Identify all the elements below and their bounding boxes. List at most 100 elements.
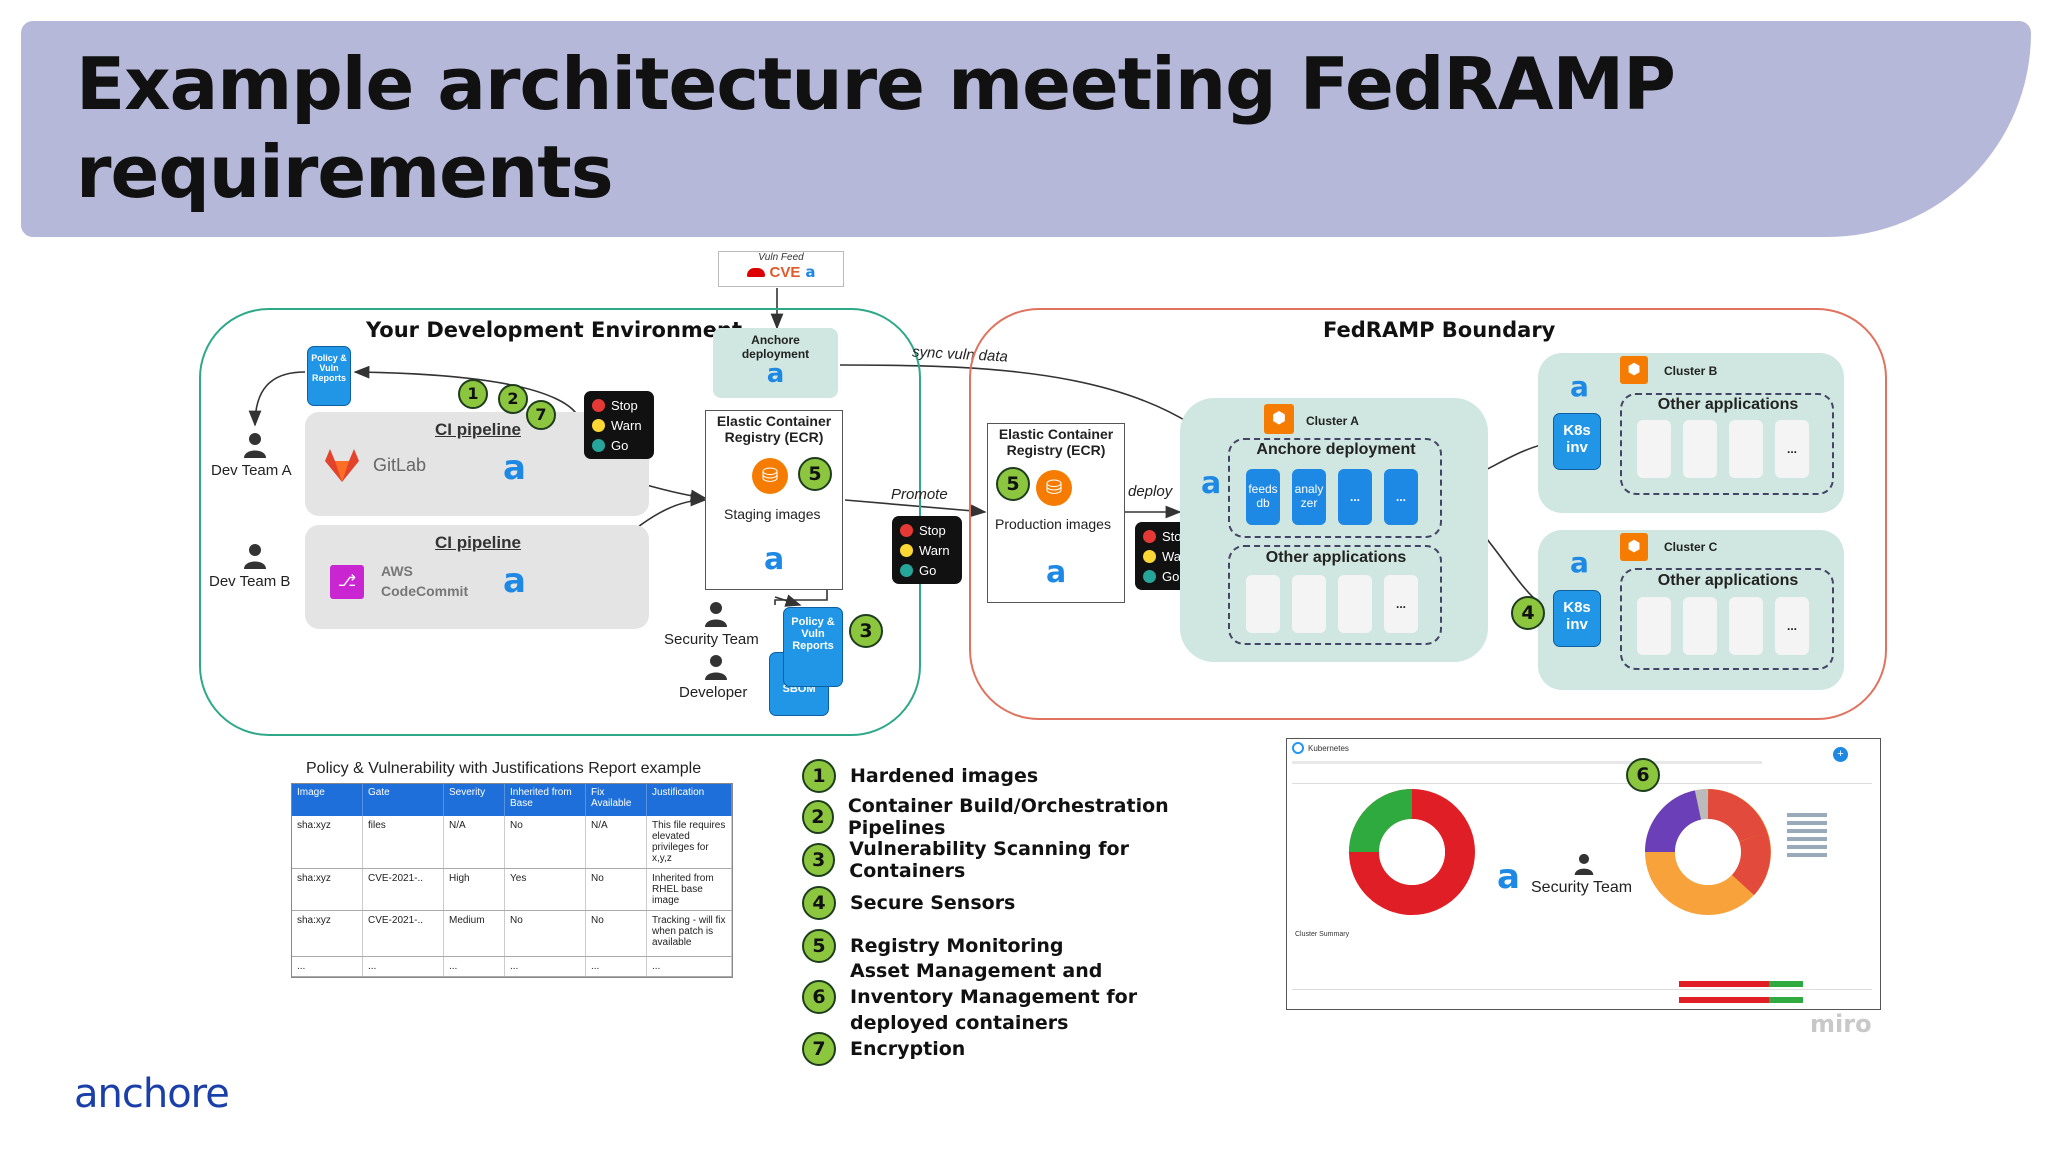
- app-slot: [1338, 575, 1372, 633]
- k8s-line-2: inv: [1566, 616, 1588, 633]
- anchore-logo-icon: a: [1570, 546, 1589, 579]
- cluster-b-label: Cluster B: [1664, 364, 1718, 378]
- production-images-label: Production images: [995, 516, 1111, 532]
- column-header: Justification: [646, 784, 732, 816]
- registry-icon: ⛁: [752, 458, 788, 494]
- table-cell: Inherited from RHEL base image: [646, 868, 732, 911]
- report-table: Image Gate Severity Inherited from Base …: [292, 784, 732, 977]
- cluster-icon: ⬢: [1264, 404, 1294, 434]
- codecommit-label: CodeCommit: [381, 583, 469, 599]
- person-icon: [244, 544, 266, 569]
- anchore-logo-icon: a: [1046, 555, 1067, 590]
- anchore-logo-icon: a: [1201, 466, 1222, 501]
- table-cell: No: [504, 816, 586, 869]
- legend-text: Asset Management and Inventory Managemen…: [850, 960, 1138, 1034]
- legend-text: Container Build/Orchestration Pipelines: [847, 795, 1169, 839]
- policy-reports-line-1: Policy &: [311, 353, 347, 363]
- policy-reports-line-3: Reports: [311, 373, 346, 383]
- column-header: Inherited from Base: [504, 784, 586, 816]
- dev-environment-title: Your Development Environment: [366, 318, 743, 342]
- ecr-title-1: Elastic Container: [716, 413, 832, 429]
- legend-badge: 3: [802, 842, 836, 877]
- legend-text: Hardened images: [850, 765, 1039, 787]
- table-cell: ...: [585, 956, 647, 977]
- table-cell: No: [585, 868, 647, 911]
- policy-reports-card: Policy & Vuln Reports: [307, 346, 351, 406]
- developer-label: Developer: [679, 684, 748, 701]
- deploy-label: deploy: [1128, 483, 1173, 500]
- legend-text: Encryption: [850, 1038, 966, 1060]
- cluster-c-label: Cluster C: [1664, 540, 1718, 554]
- anchore-deployment-label-2: deployment: [741, 347, 810, 361]
- add-cluster-button[interactable]: +: [1833, 747, 1848, 762]
- ellipsis: ...: [1395, 490, 1406, 504]
- summary-bar: [1679, 981, 1769, 987]
- policy-reports-line-2: Vuln: [319, 363, 339, 373]
- table-cell: No: [504, 910, 586, 957]
- app-slot: [1729, 597, 1763, 655]
- table-cell: Tracking - will fix when patch is availa…: [646, 910, 732, 957]
- ellipsis: ...: [1786, 442, 1797, 456]
- sec-policy-line-3: Reports: [792, 640, 834, 652]
- k8s-line-1: K8s: [1563, 422, 1591, 439]
- compliance-donut-chart: [1349, 789, 1475, 915]
- table-cell: N/A: [585, 816, 647, 869]
- gitlab-icon: [325, 449, 359, 482]
- table-cell: sha:xyz: [292, 816, 363, 869]
- anchore-deployment-title: Anchore deployment: [1256, 441, 1416, 458]
- person-icon: [1574, 853, 1594, 875]
- inventory-donut-chart: [1644, 789, 1771, 915]
- go-label: Go: [611, 437, 629, 453]
- ecr-title-1: Elastic Container: [998, 426, 1114, 442]
- header-rule: [1292, 761, 1762, 764]
- table-cell: sha:xyz: [292, 910, 363, 957]
- analyzer-line-1: analy: [1294, 482, 1324, 496]
- ecr-staging-registry: Elastic Container Registry (ECR): [705, 410, 843, 590]
- person-icon: [705, 602, 727, 627]
- app-slot: [1729, 420, 1763, 478]
- step-badge-4: 4: [1511, 596, 1545, 630]
- legend-text: Registry Monitoring: [850, 934, 1064, 957]
- column-header: Severity: [443, 784, 505, 816]
- table-header-row: Image Gate Severity Inherited from Base …: [292, 784, 732, 816]
- legend-item: 3 Vulnerability Scanning for Containers: [802, 837, 1242, 882]
- summary-row: [1292, 979, 1872, 990]
- step-badge-2: 2: [498, 384, 528, 414]
- ellipsis: ...: [1395, 597, 1406, 611]
- security-team-label: Security Team: [1531, 879, 1633, 896]
- table-row: ..................: [292, 956, 732, 977]
- table-cell: Yes: [504, 868, 586, 911]
- cluster-a-label: Cluster A: [1306, 414, 1359, 428]
- security-policy-reports-card: Policy & Vuln Reports: [783, 607, 843, 687]
- cluster-icon: ⬢: [1620, 533, 1648, 561]
- registry-icon: ⛁: [1036, 470, 1072, 506]
- legend-text: Secure Sensors: [850, 891, 1016, 914]
- stop-icon: [900, 523, 913, 537]
- ellipsis: ...: [1349, 490, 1360, 504]
- anchore-deployment-label-1: Anchore: [751, 333, 800, 347]
- step-badge-6: 6: [1626, 758, 1660, 792]
- report-table-container: Image Gate Severity Inherited from Base …: [291, 783, 733, 978]
- gitlab-label: GitLab: [373, 455, 427, 475]
- fedramp-boundary: [969, 308, 1887, 720]
- dashboard-title: Kubernetes: [1308, 743, 1349, 753]
- legend-text: Vulnerability Scanning for Containers: [849, 837, 1129, 882]
- other-applications-cluster-b: [1620, 393, 1834, 495]
- go-icon: [900, 563, 913, 577]
- analyzer-line-2: zer: [1300, 496, 1318, 510]
- ecr-title-2: Registry (ECR): [724, 429, 824, 445]
- staging-images-label: Staging images: [724, 506, 821, 522]
- legend-list: [1787, 809, 1827, 861]
- warn-label: Warn: [611, 417, 642, 433]
- table-cell: ...: [646, 956, 732, 977]
- anchore-brand-logo: anchore: [74, 1071, 230, 1117]
- table-cell: files: [362, 816, 444, 869]
- table-cell: ...: [443, 956, 505, 977]
- table-cell: High: [443, 868, 505, 911]
- anchore-logo-icon: a: [1570, 370, 1589, 403]
